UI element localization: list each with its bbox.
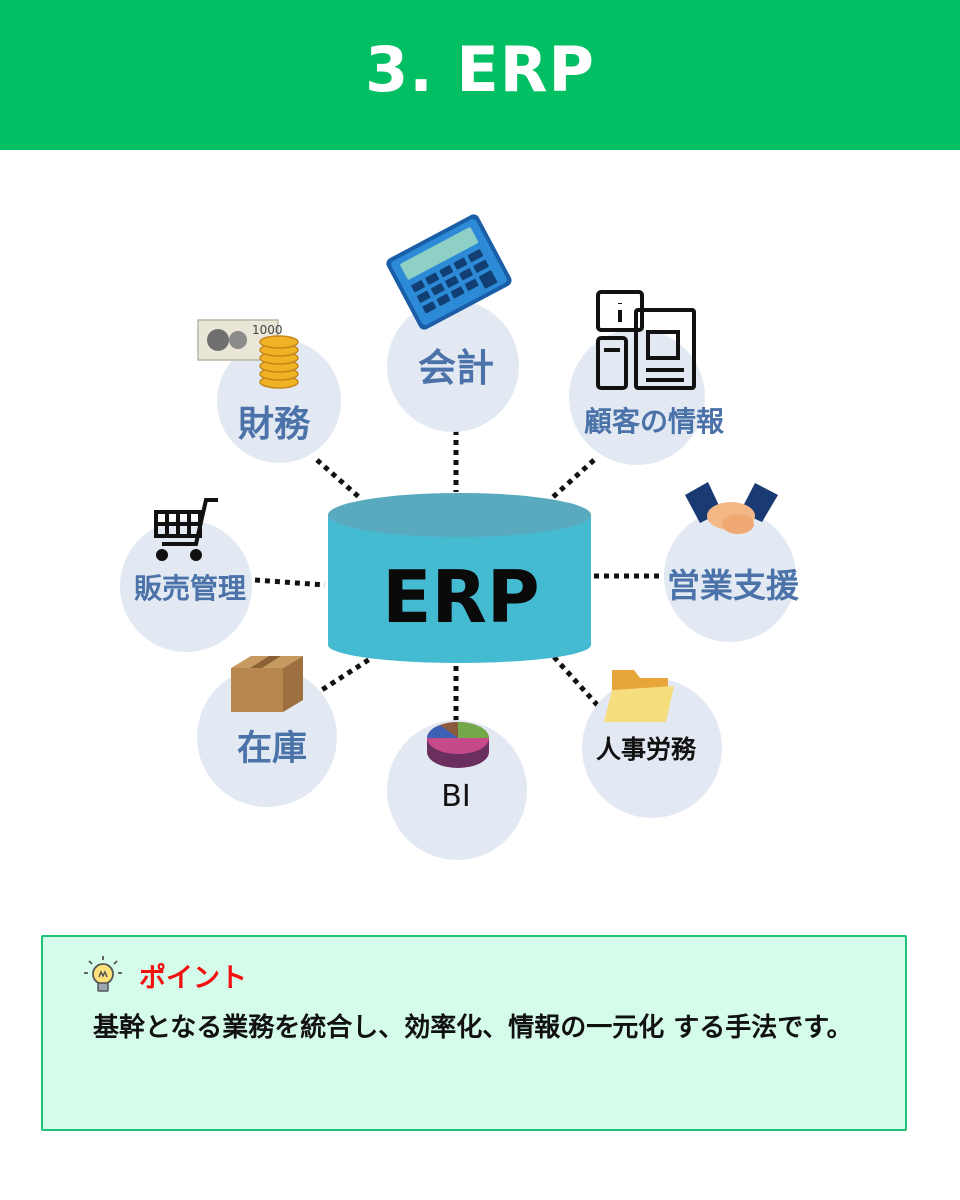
page-title: 3. ERP [365, 33, 595, 106]
customer-info-icon [596, 290, 696, 390]
connector-finance [315, 458, 362, 500]
point-box: ポイント 基幹となる業務を統合し、効率化、情報の一元化 する手法です。 [41, 935, 907, 1131]
lightbulb-icon [84, 956, 122, 992]
node-label-sales-management: 販売管理 [134, 572, 246, 605]
node-label-inventory: 在庫 [237, 729, 307, 769]
erp-diagram: 1000 [120, 214, 800, 860]
node-label-hr: 人事労務 [596, 735, 697, 764]
node-label-sales-support: 営業支援 [667, 566, 800, 605]
header-bar: 3. ERP [0, 0, 960, 150]
shopping-cart-icon [154, 498, 218, 561]
node-accounting [387, 300, 519, 432]
connector-lines [254, 420, 665, 725]
erp-center-label: ERP [382, 555, 539, 639]
pie-chart-icon [427, 722, 489, 768]
node-sales-support [664, 510, 796, 642]
money-icon: 1000 [197, 319, 299, 389]
connector-customer-info [551, 458, 596, 499]
node-bi [387, 720, 527, 860]
node-label-customer-info: 顧客の情報 [584, 405, 725, 438]
point-text: 基幹となる業務を統合し、効率化、情報の一元化 する手法です。 [93, 1013, 853, 1043]
node-customer-info [569, 329, 705, 465]
node-label-finance: 財務 [238, 404, 311, 445]
point-title: ポイント [139, 962, 247, 994]
node-label-bi: BI [441, 779, 470, 814]
handshake-icon [685, 482, 778, 534]
calculator-icon [386, 214, 512, 330]
connector-hr [552, 655, 602, 710]
folder-icon [604, 670, 674, 722]
banknote-text: 1000 [252, 323, 283, 337]
point-header: ポイント [83, 955, 247, 995]
erp-database-cylinder [328, 493, 591, 663]
node-finance [217, 339, 341, 463]
node-label-accounting: 会計 [418, 346, 494, 390]
node-sales-management [120, 520, 252, 652]
connector-inventory [312, 654, 375, 698]
connector-sales-management [254, 577, 326, 588]
box-icon [231, 656, 303, 712]
